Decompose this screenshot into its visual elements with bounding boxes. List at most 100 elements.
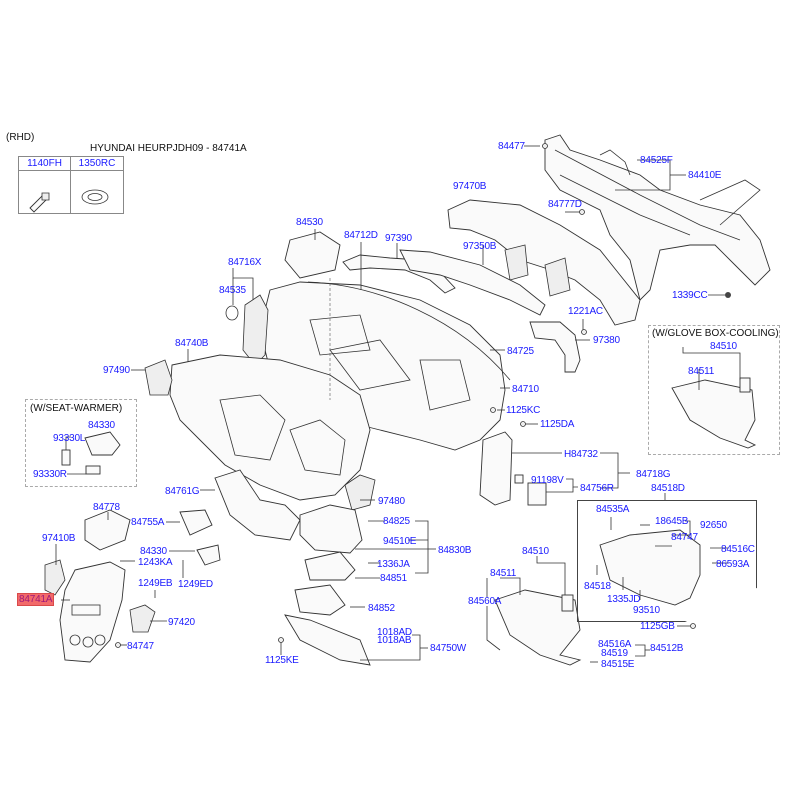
cowl-crossmember-drawing: [544, 134, 771, 301]
leader-lines: [55, 145, 741, 663]
part-label[interactable]: 84510: [710, 341, 737, 352]
part-label[interactable]: 93510: [633, 605, 660, 616]
group-title-glove-cooling: (W/GLOVE BOX-COOLING): [652, 328, 779, 339]
part-label[interactable]: 93330R: [33, 469, 67, 480]
part-label[interactable]: 84716X: [228, 257, 262, 268]
glove-box-drawing: [494, 589, 582, 666]
glove-housing-group: [577, 500, 757, 622]
part-label[interactable]: 93330L: [53, 433, 86, 444]
cover-insert-drawing: [527, 482, 547, 506]
fasteners: [115, 143, 731, 648]
defroster-duct-drawing: [399, 249, 546, 316]
part-label[interactable]: 84516C: [721, 544, 755, 555]
part-label[interactable]: 84851: [380, 573, 407, 584]
part-label[interactable]: 84525F: [640, 155, 673, 166]
insert-small-drawing: [514, 474, 524, 484]
airbag-drawing: [284, 231, 341, 279]
air-duct-drawing: [447, 199, 641, 326]
fascia-vent-left-drawing: [44, 559, 66, 596]
part-label[interactable]: 94510E: [383, 536, 417, 547]
part-label[interactable]: 1249ED: [178, 579, 213, 590]
knee-panel-drawing: [284, 614, 371, 666]
lower-panel-drawing: [169, 354, 371, 501]
part-label[interactable]: 84825: [383, 516, 410, 527]
part-label[interactable]: 92650: [700, 520, 727, 531]
part-label[interactable]: 1125DA: [540, 419, 575, 430]
part-label[interactable]: 84756R: [580, 483, 614, 494]
part-label[interactable]: 84519: [601, 648, 628, 659]
part-label[interactable]: 84518D: [651, 483, 685, 494]
part-label[interactable]: 84778: [93, 502, 120, 513]
part-label[interactable]: 97410B: [42, 533, 76, 544]
part-label[interactable]: 84725: [507, 346, 534, 357]
part-label[interactable]: 1243KA: [138, 557, 173, 568]
part-label[interactable]: 84511: [688, 366, 715, 377]
part-label[interactable]: 84330: [88, 420, 115, 431]
part-label[interactable]: 1336JA: [377, 559, 410, 570]
center-vent-left-drawing: [144, 359, 173, 396]
part-label[interactable]: 84777D: [548, 199, 582, 210]
part-label[interactable]: 84516A: [598, 639, 632, 650]
part-label[interactable]: 84830B: [438, 545, 472, 556]
part-label[interactable]: 84518: [584, 581, 611, 592]
legend-cell: 1140FH: [19, 157, 71, 213]
part-label[interactable]: 97380: [593, 335, 620, 346]
part-label[interactable]: 84755A: [131, 517, 165, 528]
part-label[interactable]: 1125KE: [265, 655, 299, 666]
part-label[interactable]: 86593A: [716, 559, 750, 570]
legend-code[interactable]: 1140FH: [19, 157, 70, 171]
cluster-housing-drawing: [299, 504, 363, 554]
part-label[interactable]: 97480: [378, 496, 405, 507]
seat-warmer-r-drawing: [85, 465, 101, 475]
legend-cell: 1350RC: [71, 157, 123, 213]
part-label[interactable]: 84560A: [468, 596, 502, 607]
part-label[interactable]: 84747: [127, 641, 154, 652]
part-label[interactable]: 84511: [490, 568, 517, 579]
part-label[interactable]: 97490: [103, 365, 130, 376]
fastener-legend: 1140FH 1350RC: [18, 156, 124, 214]
part-label[interactable]: 1335JD: [607, 594, 641, 605]
part-label[interactable]: 84712D: [344, 230, 378, 241]
part-label[interactable]: 84750W: [430, 643, 467, 654]
legend-code[interactable]: 1350RC: [71, 157, 123, 171]
part-label[interactable]: 91198V: [531, 475, 564, 486]
part-label[interactable]: 84510: [522, 546, 549, 557]
part-label-highlighted[interactable]: 84741A: [16, 593, 55, 606]
part-label[interactable]: 84747: [671, 532, 698, 543]
part-label[interactable]: 84410E: [688, 170, 722, 181]
part-label[interactable]: 84330: [140, 546, 167, 557]
part-label[interactable]: 97420: [168, 617, 195, 628]
part-label[interactable]: 84852: [368, 603, 395, 614]
glove-box-cooling-drawing: [671, 377, 757, 449]
part-label[interactable]: 84530: [296, 217, 323, 228]
part-label[interactable]: 84740B: [175, 338, 209, 349]
part-label[interactable]: 97390: [385, 233, 412, 244]
part-label[interactable]: 84477: [498, 141, 525, 152]
washer-icon: [81, 189, 109, 205]
part-label[interactable]: 1018AD: [377, 627, 412, 638]
part-label[interactable]: 84512B: [650, 643, 684, 654]
side-vent-drawing: [242, 294, 269, 366]
part-label[interactable]: 97350B: [463, 241, 497, 252]
part-label[interactable]: 84718G: [636, 469, 671, 480]
part-label[interactable]: 18645B: [655, 516, 689, 527]
switch-drawing: [196, 544, 221, 566]
column-shroud-drawing: [294, 584, 346, 616]
part-label[interactable]: 1125GB: [640, 621, 675, 632]
part-label[interactable]: 1221AC: [568, 306, 603, 317]
part-label[interactable]: 1339CC: [672, 290, 708, 301]
clip-ring-drawing: [225, 305, 239, 321]
part-label[interactable]: 84761G: [165, 486, 200, 497]
part-label[interactable]: 84515E: [601, 659, 635, 670]
part-label[interactable]: 84535A: [596, 504, 630, 515]
part-label[interactable]: 84535: [219, 285, 246, 296]
part-label[interactable]: 1018AB: [377, 635, 412, 646]
part-label[interactable]: 97470B: [453, 181, 487, 192]
part-label[interactable]: H84732: [564, 449, 598, 460]
part-label[interactable]: 1249EB: [138, 578, 173, 589]
part-label[interactable]: 1125KC: [506, 405, 541, 416]
part-label[interactable]: 84710: [512, 384, 539, 395]
seat-warmer-group: [25, 399, 137, 487]
